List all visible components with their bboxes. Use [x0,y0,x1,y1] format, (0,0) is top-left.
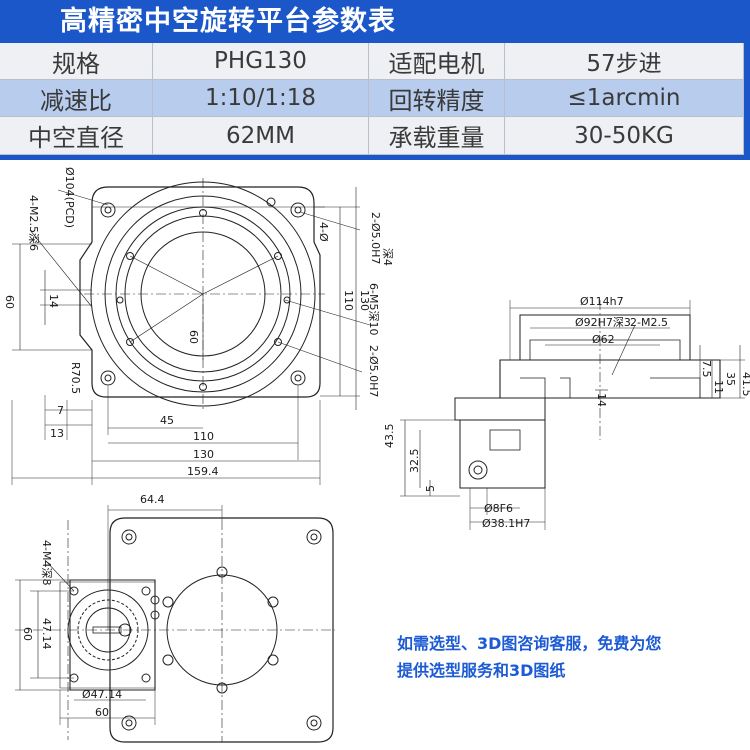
dim-8f6: Ø8F6 [484,502,513,515]
dim-11: 11 [712,380,725,394]
dim-32-5: 32.5 [408,449,421,474]
dim-130-bottom: 130 [193,448,214,461]
spec-value-motor: 57步进 [505,43,744,80]
dim-hole-4: 4-Ø [317,222,330,242]
spec-value-ratio: 1:10/1:18 [153,80,369,117]
dim-7-5: 7.5 [700,360,713,378]
dim-14: 14 [47,294,60,308]
dim-60-h: 60 [95,706,109,719]
spec-label-accuracy: 回转精度 [369,80,505,117]
dim-holes-left: 4-M2.5深6 [27,195,40,251]
spec-label-model: 规格 [0,43,153,80]
dim-60-left: 60 [3,295,16,309]
dim-159: 159.4 [187,465,219,478]
dim-47-14-v: 47.14 [40,618,53,650]
dim-92: Ø92H7深3 [575,316,631,329]
spec-table: 规格 PHG130 适配电机 57步进 减速比 1:10/1:18 回转精度 ≤… [0,43,744,155]
technical-drawing: Ø104(PCD) 4-M2.5深6 2-Ø5.0H7 深4 4-Ø 6-M5深… [3,167,750,743]
dim-62: Ø62 [592,333,615,346]
dim-110-right: 110 [342,290,355,311]
dim-114: Ø114h7 [580,295,624,308]
top-view [11,178,371,485]
spec-label-motor: 适配电机 [369,43,505,80]
dim-13: 13 [50,427,64,440]
spec-value-hollow: 62MM [153,117,369,155]
dim-5: 5 [424,485,437,492]
spec-value-accuracy: ≤1arcmin [505,80,744,117]
dim-pcd: Ø104(PCD) [63,167,76,228]
dim-35: 35 [724,372,737,386]
dim-holes-m4: 4-M4深8 [40,540,53,585]
dim-38-1: Ø38.1H7 [482,517,530,530]
dim-64-4: 64.4 [140,493,165,506]
dim-60-center: 60 [187,330,200,344]
spec-label-hollow: 中空直径 [0,117,153,155]
dim-60-v: 60 [21,627,34,641]
spec-title: 高精密中空旋转平台参数表 [60,6,396,37]
dim-43-5: 43.5 [383,424,396,449]
spec-value-model: PHG130 [153,43,369,80]
dim-130-right: 130 [358,290,371,311]
dim-7: 7 [57,404,64,417]
spec-value-load: 30-50KG [505,117,744,155]
dim-holes-6: 6-M5深10 [367,283,380,335]
dim-14-side: 14 [595,393,608,407]
bottom-view [15,505,335,743]
service-note-line-1: 如需选型、3D图咨询客服，免费为您 [397,634,662,653]
spec-label-ratio: 减速比 [0,80,153,117]
dim-45: 45 [160,414,174,427]
service-note-line-2: 提供选型服务和3D图纸 [397,661,566,680]
dim-holes-right-depth: 深4 [381,248,394,266]
dim-m25: 2-M2.5 [630,316,668,329]
spec-label-load: 承载重量 [369,117,505,155]
dim-47-14-h: Ø47.14 [82,688,122,701]
dim-110-bottom: 110 [193,430,214,443]
dim-41-5: 41.5 [740,372,750,397]
dim-holes-right: 2-Ø5.0H7 [369,212,382,264]
spec-panel: 高精密中空旋转平台参数表 规格 PHG130 适配电机 57步进 减速比 1:1… [0,0,750,160]
dim-holes-bottom: 2-Ø5.0H7 [367,345,380,397]
service-note: 如需选型、3D图咨询客服，免费为您 提供选型服务和3D图纸 [397,630,742,684]
side-view [400,300,745,530]
dim-r70: R70.5 [69,362,82,394]
